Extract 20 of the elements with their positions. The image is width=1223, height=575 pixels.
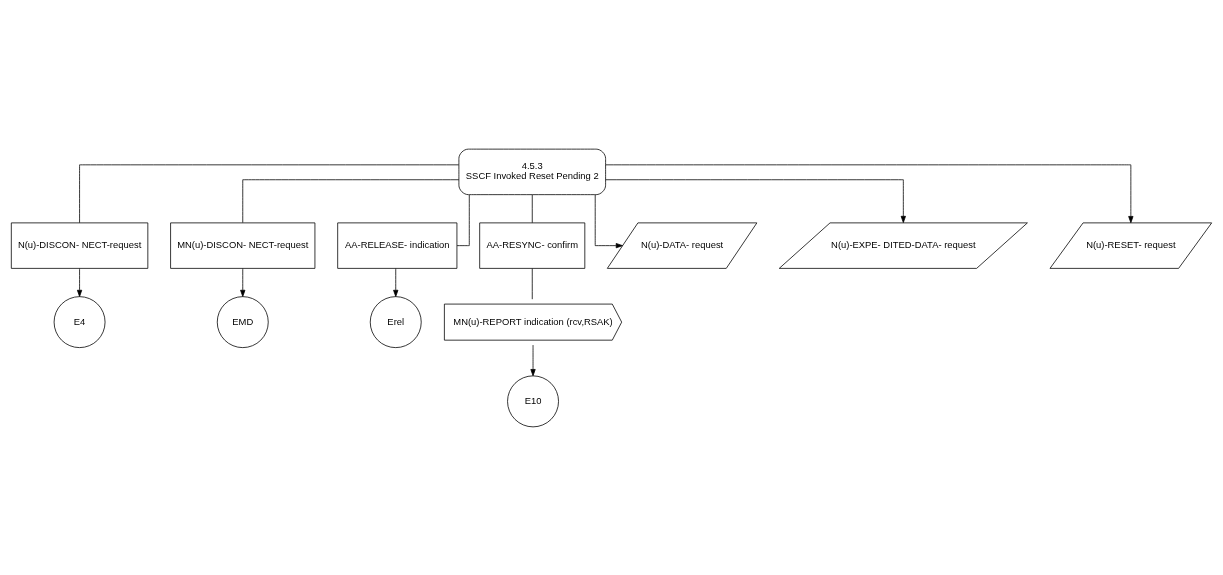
arrow	[605, 178, 906, 223]
node-box: 4.5.3 SSCF Invoked Reset Pending 2	[458, 148, 606, 195]
arrow	[594, 193, 623, 248]
connector	[79, 163, 460, 223]
node-circle: Erel	[369, 295, 422, 348]
connector	[242, 178, 460, 223]
node-box: MN(u)-DISCON- NECT-request	[170, 222, 316, 269]
arrow	[77, 267, 83, 297]
node-circle: E10	[507, 375, 559, 427]
arrow	[393, 267, 399, 297]
arrow	[240, 267, 246, 297]
arrow	[605, 163, 1134, 223]
connector	[531, 267, 533, 300]
node-box: AA-RESYNC- confirm	[479, 222, 586, 269]
connector	[531, 193, 533, 223]
node-circle: EMD	[216, 295, 269, 348]
arrow	[530, 344, 536, 376]
node-box: N(u)-DISCON- NECT-request	[10, 222, 149, 269]
node-circle: E4	[53, 295, 106, 348]
node-box: AA-RELEASE- indication	[337, 222, 458, 269]
